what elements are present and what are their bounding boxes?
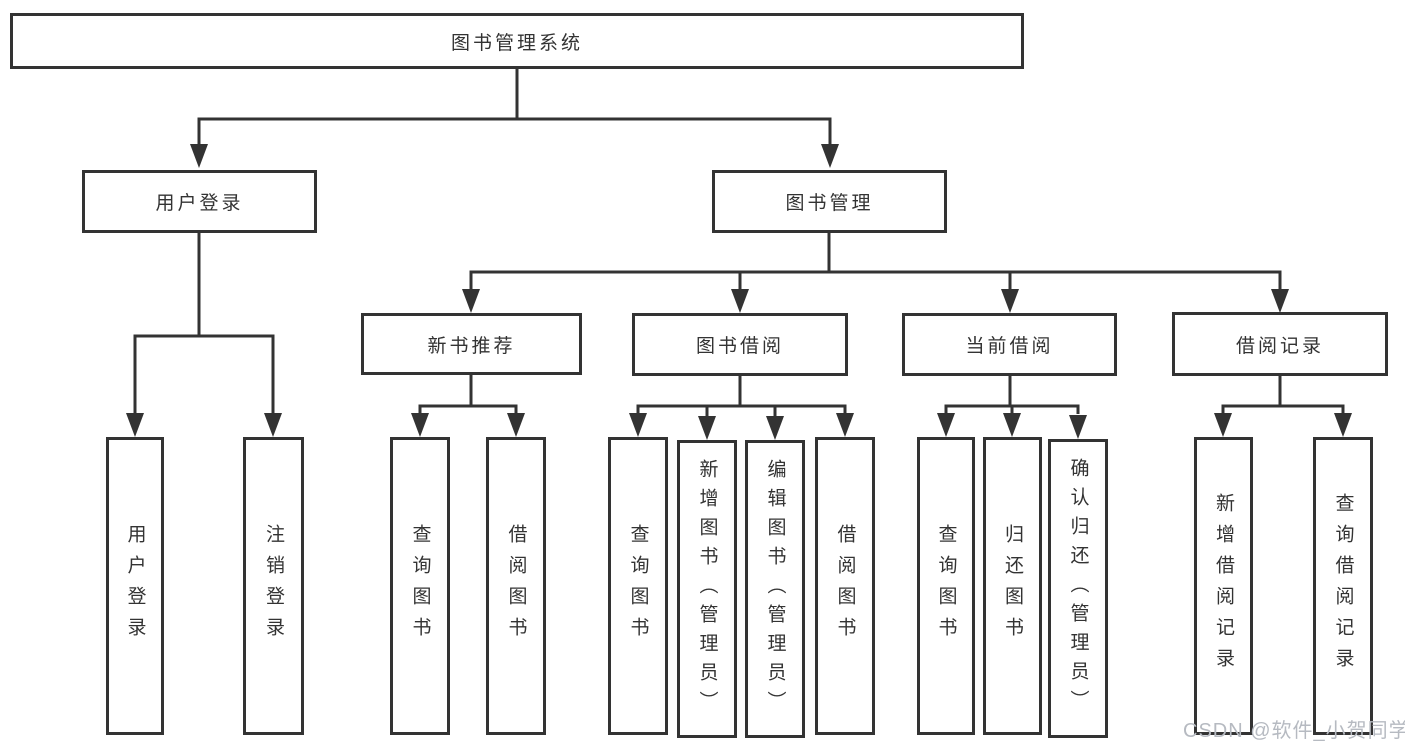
leaf-cb-return-books: 归还图书 [983, 437, 1042, 735]
connector-root-to-level2 [190, 69, 839, 168]
leaf-cb-query-books: 查询图书 [917, 437, 975, 735]
node-current-borrowing: 当前借阅 [902, 313, 1117, 376]
node-borrowing-records: 借阅记录 [1172, 312, 1388, 376]
leaf-cb-confirm-return-admin: 确认归还（管理员） [1048, 439, 1108, 738]
leaf-bb-add-books-admin: 新增图书（管理员） [677, 440, 737, 738]
node-user-login: 用户登录 [82, 170, 317, 233]
leaf-br-add-record: 新增借阅记录 [1194, 437, 1253, 735]
connector-book-borrow-to-leaves [629, 376, 854, 440]
leaf-bb-borrow-books: 借阅图书 [815, 437, 875, 735]
connector-current-borrow-to-leaves [937, 376, 1087, 439]
node-new-book-recommend: 新书推荐 [361, 313, 582, 375]
leaf-user-login: 用户登录 [106, 437, 164, 735]
connector-new-books-to-leaves [411, 375, 525, 437]
connector-book-mgmt-to-level3 [462, 233, 1289, 313]
csdn-watermark: CSDN @软件_小贺同学 [1183, 720, 1405, 742]
node-book-borrowing: 图书借阅 [632, 313, 848, 376]
leaf-bb-query-books: 查询图书 [608, 437, 668, 735]
connector-user-login-to-leaves [126, 233, 282, 437]
leaf-bb-edit-books-admin: 编辑图书（管理员） [745, 440, 805, 738]
leaf-nb-query-books: 查询图书 [390, 437, 450, 735]
leaf-nb-borrow-books: 借阅图书 [486, 437, 546, 735]
leaf-br-query-record: 查询借阅记录 [1313, 437, 1373, 735]
leaf-logout: 注销登录 [243, 437, 304, 735]
connector-borrow-records-to-leaves [1214, 376, 1352, 437]
node-book-management: 图书管理 [712, 170, 947, 233]
node-library-management-system: 图书管理系统 [10, 13, 1024, 69]
